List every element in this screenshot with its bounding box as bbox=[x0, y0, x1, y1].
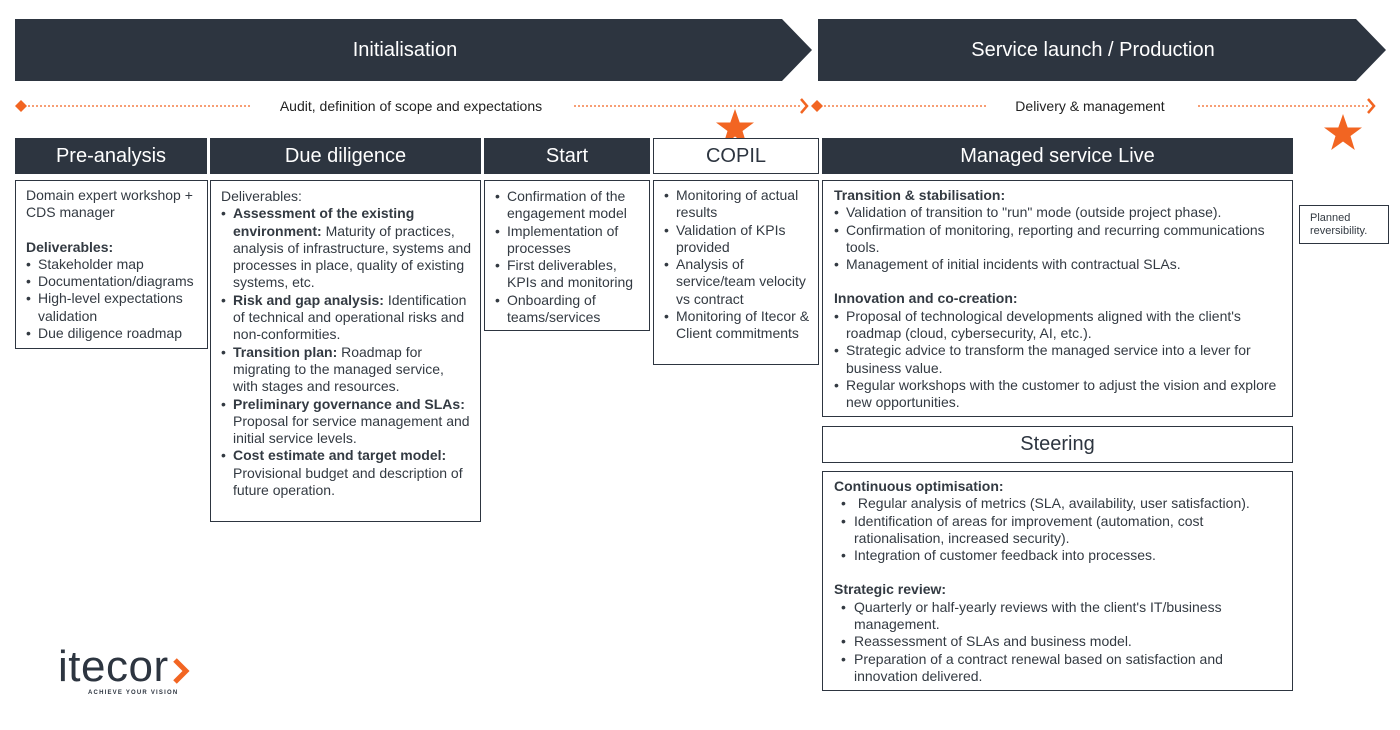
list-item: Monitoring of Itecor & Client commitment… bbox=[664, 308, 812, 343]
timeline-delivery-line bbox=[811, 98, 1376, 114]
star-icon bbox=[716, 109, 754, 145]
list-item: Stakeholder map bbox=[26, 256, 199, 274]
itecor-logo: itecor ACHIEVE YOUR VISION bbox=[58, 645, 218, 700]
list-item: Assessment of the existing environment: … bbox=[221, 205, 472, 291]
list-item: Regular analysis of metrics (SLA, availa… bbox=[841, 495, 1282, 513]
list-item: Proposal of technological developments a… bbox=[834, 308, 1282, 343]
phase-title-initialisation: Initialisation bbox=[352, 38, 458, 61]
header-steering: Steering bbox=[822, 426, 1293, 463]
timeline-audit-line bbox=[15, 98, 809, 114]
list-item: Documentation/diagrams bbox=[26, 273, 199, 291]
list-item: Validation of KPIs provided bbox=[664, 222, 812, 257]
pre-analysis-deliverables-heading: Deliverables: bbox=[26, 238, 114, 255]
logo-wordmark: itecor bbox=[58, 642, 169, 691]
diamond-icon bbox=[15, 100, 27, 112]
list-item: Identification of areas for improvement … bbox=[841, 513, 1282, 548]
pre-analysis-intro: Domain expert workshop + CDS manager bbox=[26, 187, 193, 221]
list-item: Risk and gap analysis: Identification of… bbox=[221, 292, 472, 344]
managed-service-box: Transition & stabilisation: Validation o… bbox=[822, 180, 1293, 417]
phase-title-service-launch: Service launch / Production bbox=[971, 38, 1215, 61]
steering-box: Continuous optimisation: Regular analysi… bbox=[822, 471, 1293, 691]
section-heading: Transition & stabilisation: bbox=[834, 187, 1006, 203]
list-item: High-level expectations validation bbox=[26, 290, 199, 325]
header-copil: COPIL bbox=[653, 138, 819, 174]
timeline-delivery-label: Delivery & management bbox=[1015, 98, 1165, 114]
section-heading: Continuous optimisation: bbox=[834, 478, 1004, 494]
list-item: Confirmation of monitoring, reporting an… bbox=[834, 222, 1282, 257]
diamond-icon bbox=[811, 100, 823, 112]
due-diligence-box: Deliverables: Assessment of the existing… bbox=[210, 180, 481, 522]
list-item: Analysis of service/team velocity vs con… bbox=[664, 256, 812, 308]
due-diligence-intro: Deliverables: bbox=[221, 188, 302, 204]
list-item: Cost estimate and target model: Provisio… bbox=[221, 447, 472, 499]
header-due-diligence: Due diligence bbox=[210, 138, 481, 174]
list-item: Management of initial incidents with con… bbox=[834, 256, 1282, 274]
copil-box: Monitoring of actual results Validation … bbox=[653, 180, 819, 365]
list-item: Integration of customer feedback into pr… bbox=[841, 547, 1282, 565]
list-item: Regular workshops with the customer to a… bbox=[834, 377, 1282, 412]
section-heading: Innovation and co-creation: bbox=[834, 290, 1018, 307]
list-item: Onboarding of teams/services bbox=[495, 292, 643, 327]
list-item: Preparation of a contract renewal based … bbox=[841, 651, 1282, 686]
star-icon bbox=[1324, 114, 1362, 150]
phase-arrow-initialisation bbox=[15, 19, 812, 81]
list-item: Preliminary governance and SLAs: Proposa… bbox=[221, 396, 472, 448]
list-item: Reassessment of SLAs and business model. bbox=[841, 633, 1282, 651]
start-box: Confirmation of the engagement model Imp… bbox=[484, 180, 650, 331]
header-start: Start bbox=[484, 138, 650, 174]
chevron-right-icon bbox=[1367, 98, 1376, 114]
header-pre-analysis: Pre-analysis bbox=[15, 138, 207, 174]
list-item: First deliverables, KPIs and monitoring bbox=[495, 257, 643, 292]
phase-arrow-service-launch bbox=[818, 19, 1386, 81]
header-managed-service: Managed service Live bbox=[822, 138, 1293, 174]
logo-tagline: ACHIEVE YOUR VISION bbox=[88, 690, 179, 696]
list-item: Strategic advice to transform the manage… bbox=[834, 342, 1282, 377]
section-heading: Strategic review: bbox=[834, 581, 947, 598]
chevron-right-icon bbox=[800, 98, 809, 114]
reversibility-note: Planned reversibility. bbox=[1299, 205, 1389, 244]
list-item: Quarterly or half-yearly reviews with th… bbox=[841, 599, 1282, 634]
list-item: Transition plan: Roadmap for migrating t… bbox=[221, 344, 472, 396]
pre-analysis-box: Domain expert workshop + CDS manager Del… bbox=[15, 180, 208, 349]
chevron-right-icon bbox=[172, 658, 190, 684]
timeline-audit-label: Audit, definition of scope and expectati… bbox=[279, 98, 543, 114]
list-item: Due diligence roadmap bbox=[26, 325, 199, 343]
list-item: Confirmation of the engagement model bbox=[495, 188, 643, 223]
list-item: Monitoring of actual results bbox=[664, 187, 812, 222]
list-item: Implementation of processes bbox=[495, 223, 643, 258]
list-item: Validation of transition to "run" mode (… bbox=[834, 204, 1282, 222]
